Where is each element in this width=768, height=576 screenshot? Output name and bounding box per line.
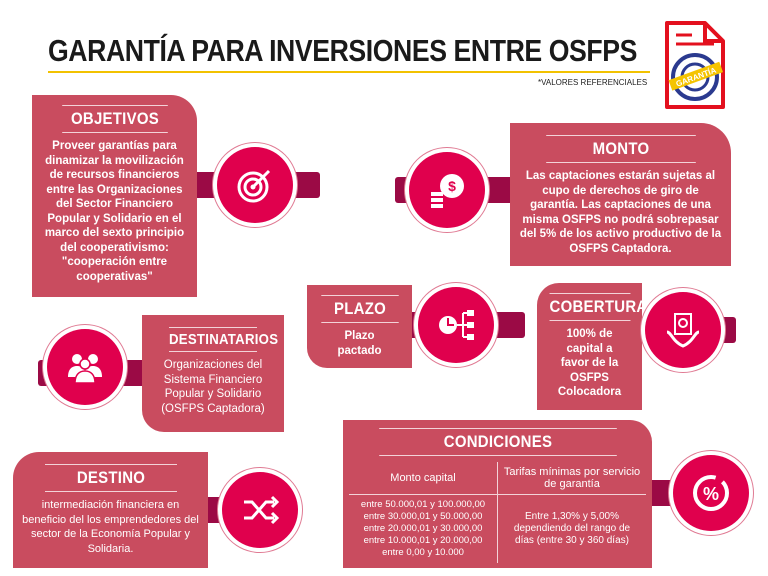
column-header-monto: Monto capital <box>349 462 498 495</box>
reference-note: *VALORES REFERENCIALES <box>538 78 648 87</box>
guarantee-document-icon: GARANTÍA <box>664 20 726 110</box>
percent-icon: % <box>673 455 749 531</box>
svg-text:%: % <box>703 484 719 504</box>
money-icon: $ <box>409 152 485 228</box>
people-group-icon <box>47 329 123 405</box>
objetivos-panel: OBJETIVOS Proveer garantías para dinamiz… <box>32 95 197 297</box>
range-item: entre 50.000,01 y 100.000,00 <box>360 499 486 510</box>
title-underline <box>48 71 650 73</box>
svg-text:$: $ <box>448 178 456 194</box>
shuffle-icon <box>222 472 298 548</box>
plazo-panel: PLAZO Plazo pactado <box>307 285 412 368</box>
column-header-tarifas: Tarifas mínimas por servicio de garantía <box>503 466 641 490</box>
range-item: entre 20.000,01 y 30.000,00 <box>363 523 483 534</box>
plazo-text: Plazo pactado <box>337 330 382 357</box>
range-item: entre 30.000,01 y 50.000,00 <box>363 511 483 522</box>
destinatarios-panel: DESTINATARIOS Organizaciones del Sistema… <box>142 315 284 432</box>
timeline-icon <box>418 287 494 363</box>
objetivos-text: Proveer garantías para dinamizar la movi… <box>44 140 185 283</box>
condiciones-title: CONDICIONES <box>378 428 617 456</box>
destino-text: intermediación financiera en beneficio d… <box>22 499 199 555</box>
protected-document-icon <box>645 292 721 368</box>
tarifa-text: Entre 1,30% y 5,00% dependiendo del rang… <box>513 511 631 546</box>
monto-text: Las captaciones estarán sujetas al cupo … <box>519 170 722 255</box>
monto-ranges: entre 50.000,01 y 100.000,00 entre 30.00… <box>349 494 498 563</box>
destino-title: DESTINO <box>44 464 177 492</box>
range-item: entre 0,00 y 10.000 <box>382 547 464 558</box>
page-title: GARANTÍA PARA INVERSIONES ENTRE OSFPS <box>48 33 637 68</box>
monto-title: MONTO <box>545 135 696 163</box>
destinatarios-text: Organizaciones del Sistema Financiero Po… <box>161 359 265 415</box>
cobertura-text: 100% de capital a favor de la OSFPS Colo… <box>557 328 622 398</box>
monto-panel: MONTO Las captaciones estarán sujetas al… <box>510 123 731 266</box>
plazo-title: PLAZO <box>320 295 399 323</box>
cobertura-title: COBERTURA <box>549 293 647 321</box>
cobertura-panel: COBERTURA 100% de capital a favor de la … <box>537 283 647 410</box>
range-item: entre 10.000,01 y 20.000,00 <box>363 535 483 546</box>
destinatarios-title: DESTINATARIOS <box>169 327 278 352</box>
target-icon <box>217 147 293 223</box>
destino-panel: DESTINO intermediación financiera en ben… <box>13 452 208 568</box>
objetivos-title: OBJETIVOS <box>61 105 168 133</box>
